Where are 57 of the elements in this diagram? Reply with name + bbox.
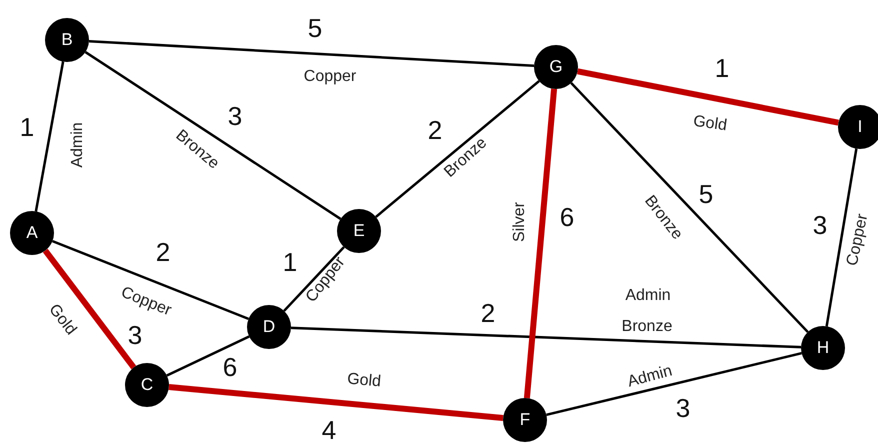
node-letter: B [61,30,73,50]
node-letter: A [26,223,38,243]
connector-line [290,326,802,348]
edge-tag-label: Gold [692,114,728,134]
edge-weight: 3 [676,395,690,421]
edge-tag-label: Admin [70,122,86,168]
connector-line [52,240,250,320]
node-letter: I [858,117,862,137]
connector-line [34,61,64,212]
node-circle [534,45,578,89]
node-letter: D [262,317,276,337]
edge-weight: 6 [560,204,574,230]
edge-weight: 6 [222,354,238,380]
edge-tag-label: Gold [346,372,382,390]
edge-weight: 2 [156,239,170,265]
connector-line [524,88,558,398]
edge-weight: 3 [812,212,828,238]
connector-line [546,352,802,416]
edge-weight: 1 [714,55,730,81]
connector-line [166,335,250,377]
connector-line [577,68,839,126]
node-circle [45,18,89,62]
edge-weight: 3 [128,322,142,348]
node-circle [838,105,878,149]
edge-weight: 5 [698,181,714,207]
edge-weight: 1 [20,114,34,140]
node-letter: G [549,57,563,77]
connector-line [570,82,809,333]
edge-tag-label: Admin [626,363,674,391]
edge-tag-label: Copper [844,212,872,268]
node-circle [801,326,845,370]
connector-line [168,384,504,421]
connector-line [84,51,342,220]
edge-weight: 2 [428,117,442,143]
edge-weight: 3 [228,103,242,129]
node-circle [337,209,381,253]
node-letter: F [520,410,530,430]
edge-weight: 5 [308,15,322,41]
edge-tag-label: Silver [512,202,528,242]
node-letter: H [816,338,830,358]
node-letter: C [140,375,154,395]
connector-line [825,148,858,326]
node-circle [10,211,54,255]
edge-tag-label: Admin [625,288,671,304]
node-letter: E [353,221,365,241]
connector-line [283,246,345,312]
node-circle [503,398,547,442]
edge-weight: 1 [282,249,298,275]
edge-tag-label: Bronze [622,319,672,335]
node-circle [125,363,169,407]
edge-weight: 2 [480,300,496,326]
connector-line [42,248,136,370]
connector-line [88,40,534,68]
edge-weight: 4 [322,417,336,443]
node-circle [247,305,291,349]
connector-line [375,80,540,218]
edge-tag-label: Copper [304,69,356,85]
